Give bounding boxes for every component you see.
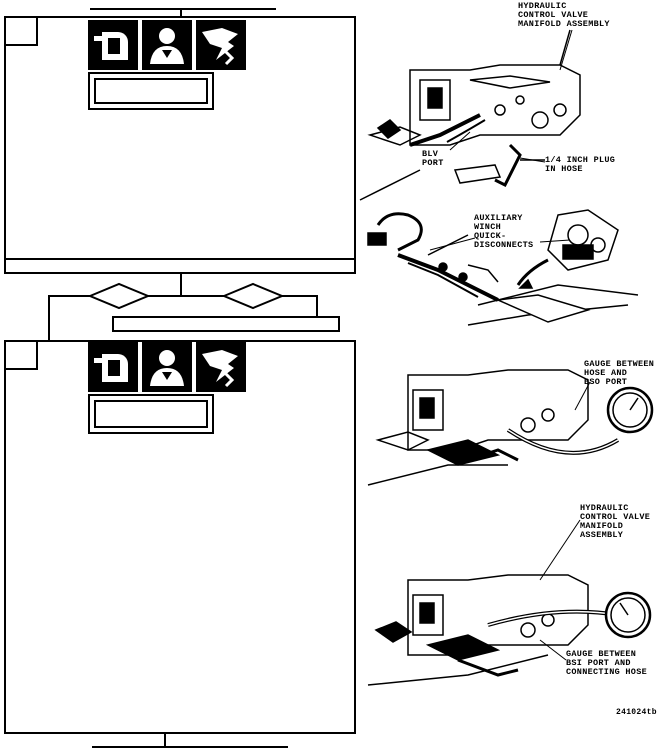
callout-hcv-mid: HYDRAULIC CONTROL VALVE MANIFOLD ASSEMBL… (580, 503, 651, 540)
gauge-bsi-illustration (367, 574, 652, 686)
callout-aux-winch: AUXILIARY WINCH QUICK- DISCONNECTS (474, 213, 534, 250)
callout-gauge-bsi: GAUGE BETWEEN BSI PORT AND CONNECTING HO… (566, 649, 648, 677)
step-number-cell (6, 18, 38, 46)
top-connector-bar (90, 8, 276, 10)
decision-diamond-right (221, 282, 285, 310)
decision-diamond-left (87, 282, 151, 310)
block-divider (6, 258, 354, 260)
callout-plug: 1/4 INCH PLUG IN HOSE (545, 155, 616, 174)
hand-hazard-icon (196, 20, 246, 70)
figure-id: 241024tb (616, 708, 657, 717)
callout-blv-port: BLV PORT (422, 149, 444, 168)
flow-stem-1 (180, 274, 182, 296)
bottom-connector-bar (92, 746, 288, 748)
gauge-bso-illustration (367, 369, 654, 486)
face-shield-icon-2 (88, 342, 138, 392)
step-number-cell-2 (6, 342, 38, 370)
flow-right-drop (316, 295, 318, 317)
callout-gauge-bso: GAUGE BETWEEN HOSE AND BSO PORT (584, 359, 655, 387)
face-shield-icon (88, 20, 138, 70)
top-connector-stem (180, 8, 182, 18)
person-hazard-icon (142, 20, 192, 70)
caution-label-bottom (88, 394, 214, 434)
quick-disconnect-illustration (367, 209, 639, 326)
caution-label-top (88, 72, 214, 110)
bottom-connector-stem (164, 734, 166, 748)
decision-result-bar (112, 316, 340, 332)
flow-left-drop (48, 295, 50, 341)
person-hazard-icon-2 (142, 342, 192, 392)
hand-hazard-icon-2 (196, 342, 246, 392)
callout-hcv-top: HYDRAULIC CONTROL VALVE MANIFOLD ASSEMBL… (518, 1, 610, 29)
valve-manifold-illustration-1 (359, 29, 581, 201)
flow-branch-bar (48, 295, 318, 297)
